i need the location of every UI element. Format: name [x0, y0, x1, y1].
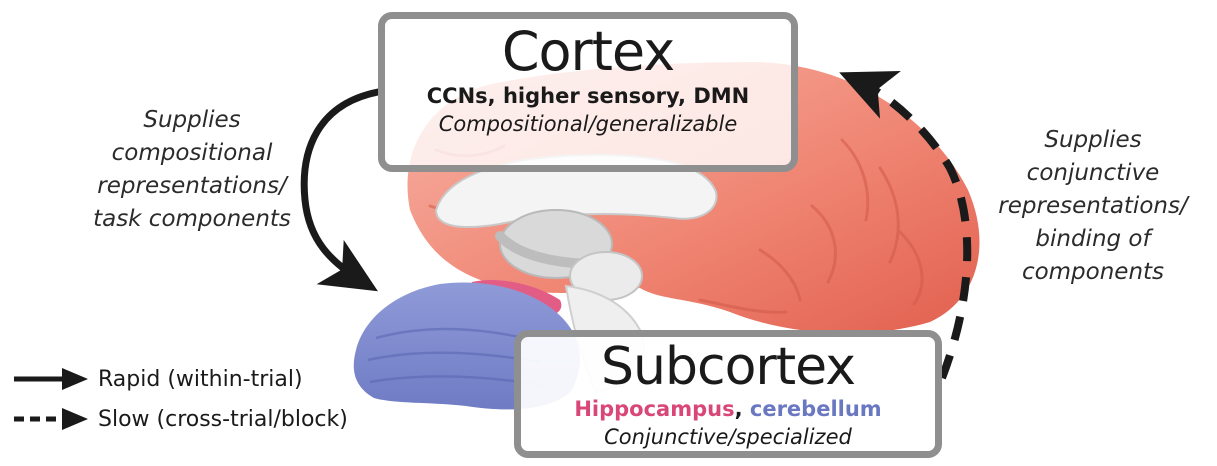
- legend-slow: Slow (cross-trial/block): [12, 402, 348, 436]
- subcortex-title: Subcortex: [521, 339, 935, 395]
- legend-slow-label: Slow (cross-trial/block): [98, 407, 348, 432]
- cortex-property: Compositional/generalizable: [385, 110, 791, 138]
- label-line: task components: [42, 203, 342, 236]
- label-line: conjunctive: [975, 157, 1211, 190]
- subcortex-property: Conjunctive/specialized: [521, 423, 935, 451]
- label-line: representations/: [975, 190, 1211, 223]
- hippocampus-label: Hippocampus: [574, 397, 734, 421]
- cortex-networks: CCNs, higher sensory, DMN: [385, 82, 791, 110]
- dashed-arrow-icon: [12, 406, 90, 432]
- cortex-title: Cortex: [385, 22, 791, 82]
- cortex-box: Cortex CCNs, higher sensory, DMN Composi…: [378, 12, 798, 172]
- slow-arrow-label: Supplies conjunctive representations/ bi…: [975, 124, 1211, 289]
- rapid-arrow-label: Supplies compositional representations/ …: [42, 104, 342, 236]
- label-line: Supplies: [42, 104, 342, 137]
- label-line: components: [975, 256, 1211, 289]
- structures-separator: ,: [735, 397, 750, 421]
- legend-rapid: Rapid (within-trial): [12, 362, 303, 396]
- label-line: compositional: [42, 137, 342, 170]
- legend-rapid-label: Rapid (within-trial): [98, 367, 303, 392]
- solid-arrow-icon: [12, 366, 90, 392]
- subcortex-structures: Hippocampus, cerebellum: [521, 395, 935, 423]
- subcortex-box: Subcortex Hippocampus, cerebellum Conjun…: [514, 330, 942, 458]
- cerebellum-label: cerebellum: [750, 397, 882, 421]
- label-line: binding of: [975, 223, 1211, 256]
- label-line: Supplies: [975, 124, 1211, 157]
- label-line: representations/: [42, 170, 342, 203]
